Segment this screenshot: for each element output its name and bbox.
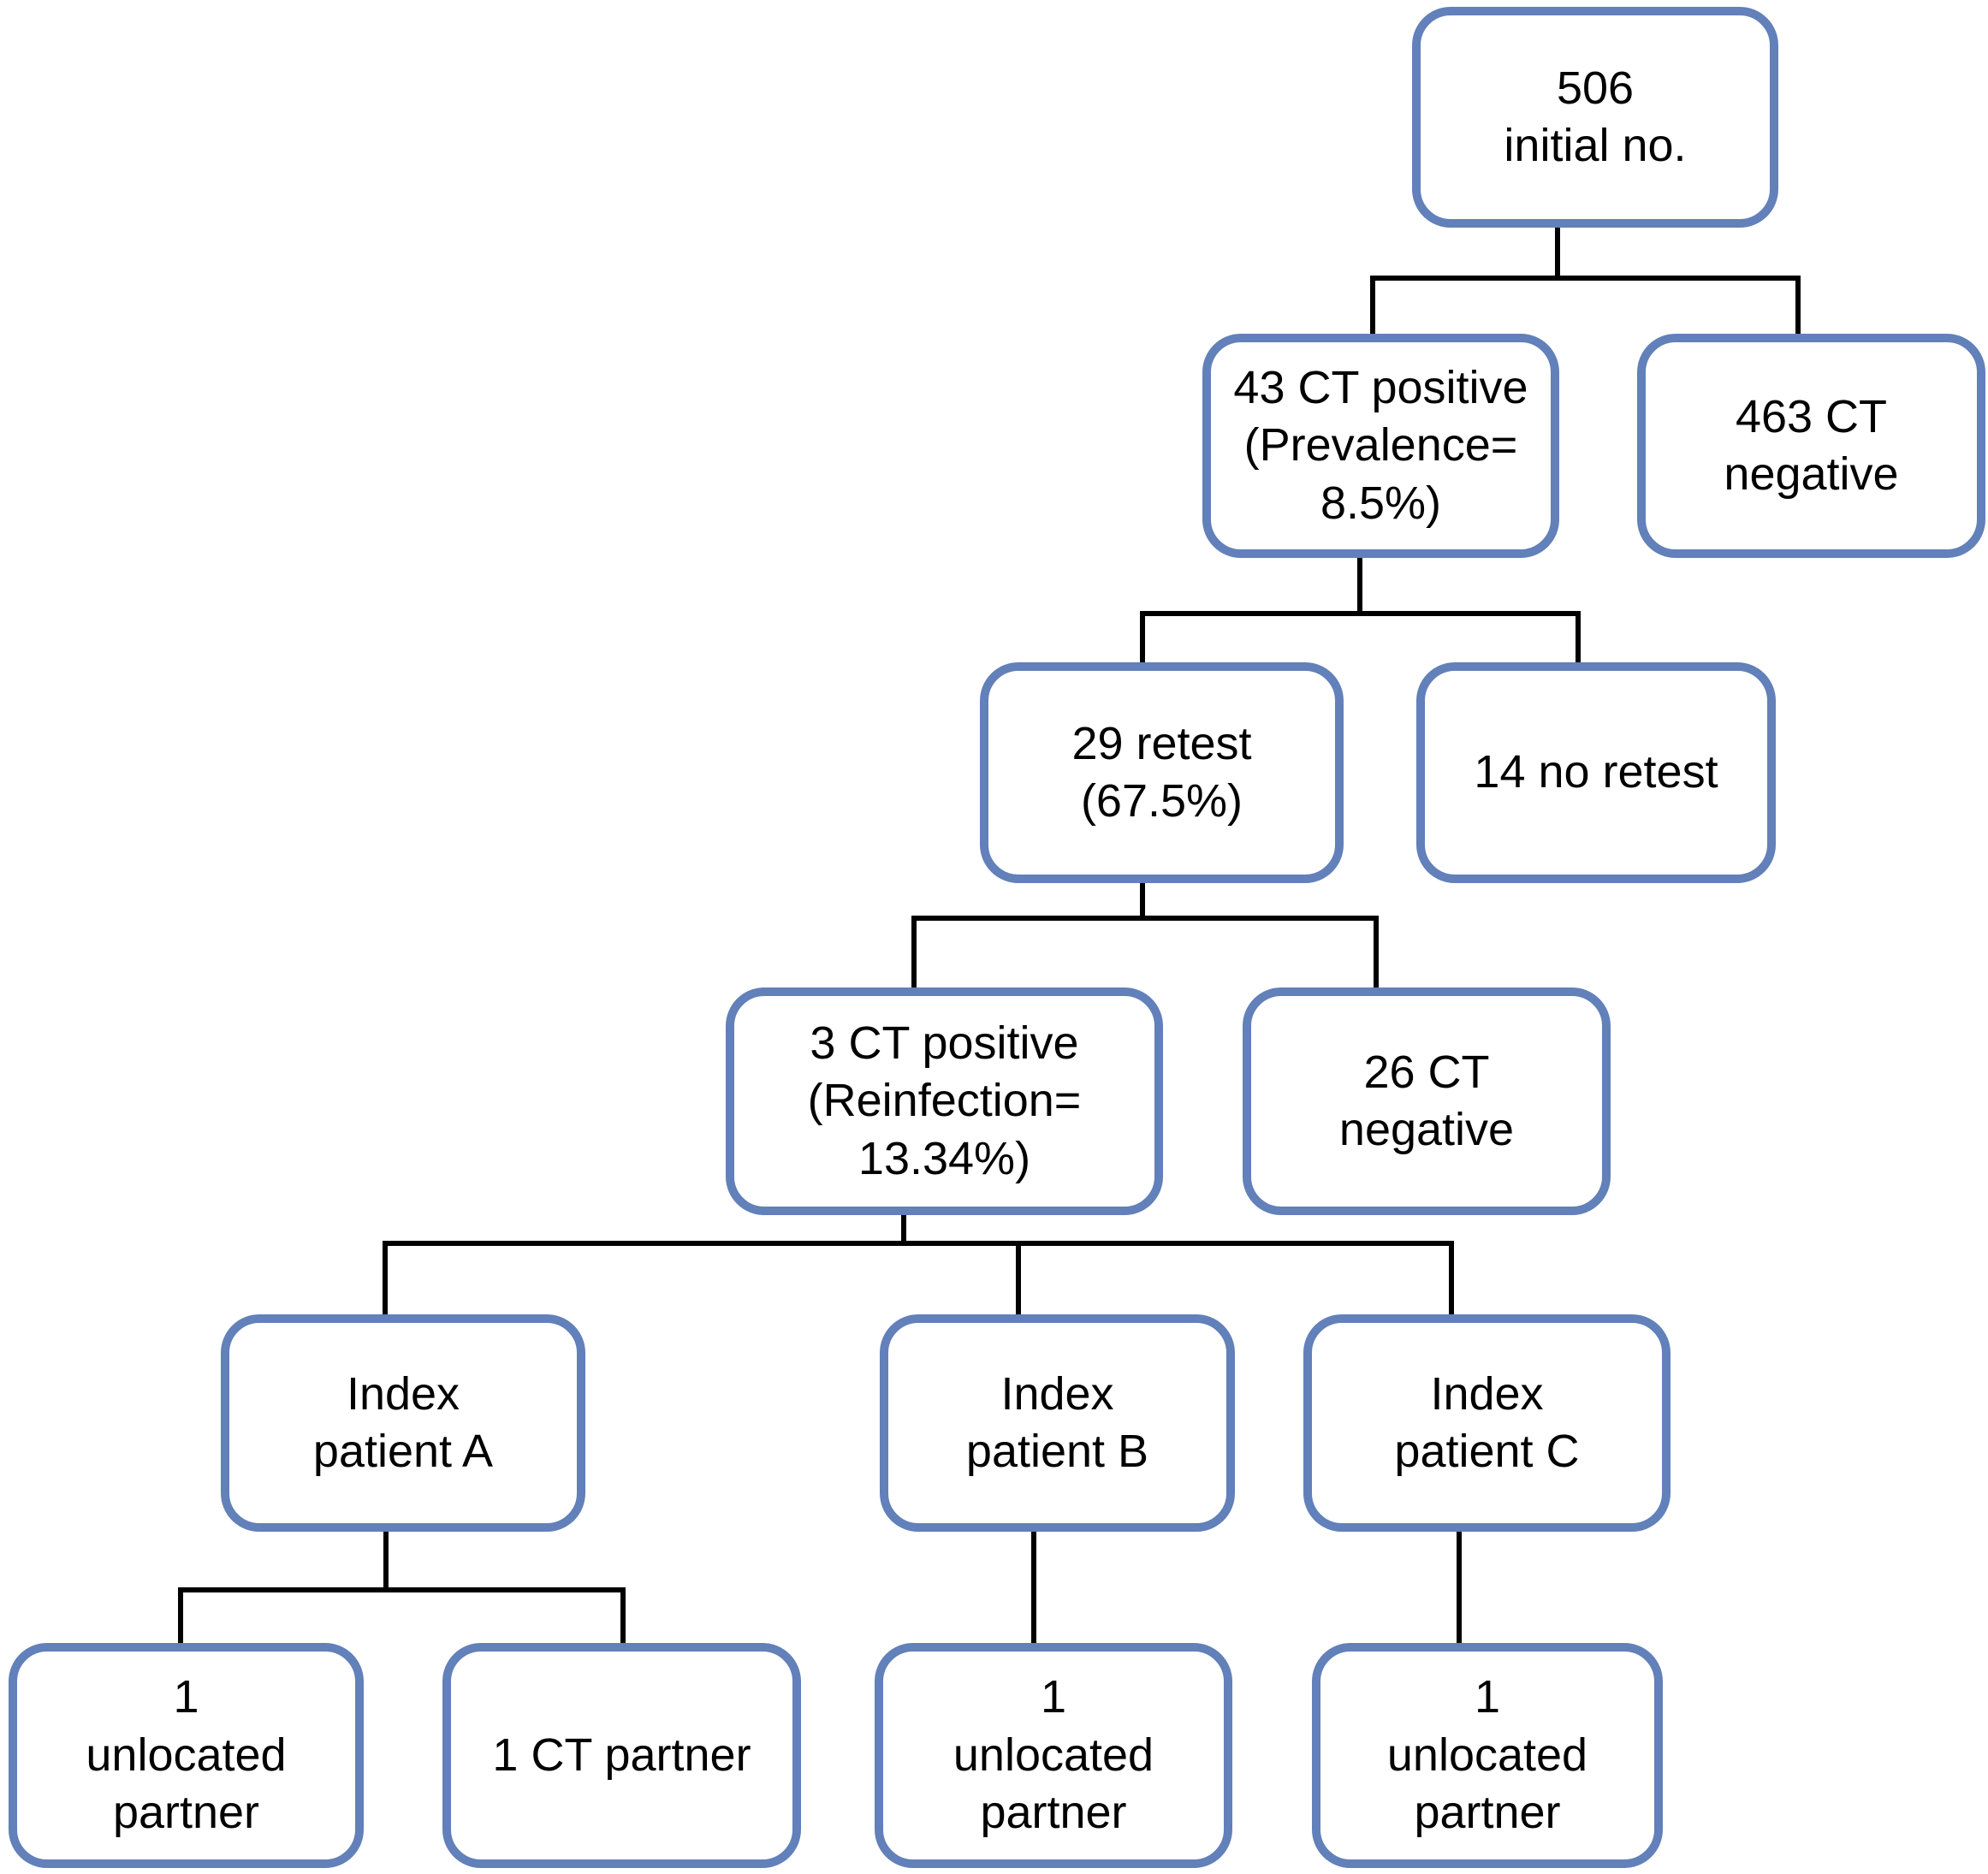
node-ct-positive: 43 CT positive (Prevalence= 8.5%) xyxy=(1202,334,1559,558)
node-no-retest-label: 14 no retest xyxy=(1474,746,1718,798)
node-index-patient-a-label: Index patient A xyxy=(312,1367,494,1478)
node-b-unlocated-partner-label: 1 unlocated partner xyxy=(952,1671,1154,1839)
node-retest-label: 29 retest (67.5%) xyxy=(1071,717,1252,827)
node-retest-negative: 26 CT negative xyxy=(1243,987,1611,1215)
node-retest: 29 retest (67.5%) xyxy=(980,662,1344,883)
node-a-unlocated-partner-label: 1 unlocated partner xyxy=(86,1671,287,1839)
connector-index-a-to-partners xyxy=(178,1532,626,1643)
node-reinfection-label: 3 CT positive (Reinfection= 13.34%) xyxy=(807,1017,1082,1184)
node-index-patient-c-label: Index patient C xyxy=(1394,1367,1580,1478)
node-index-patient-b-label: Index patient B xyxy=(965,1367,1149,1478)
node-no-retest: 14 no retest xyxy=(1416,662,1776,883)
node-index-patient-b: Index patient B xyxy=(880,1314,1235,1532)
node-retest-negative-label: 26 CT negative xyxy=(1338,1046,1515,1156)
node-initial-count: 506 initial no. xyxy=(1412,7,1778,228)
node-a-unlocated-partner: 1 unlocated partner xyxy=(9,1643,364,1868)
node-ct-negative: 463 CT negative xyxy=(1637,334,1985,558)
node-c-unlocated-partner-label: 1 unlocated partner xyxy=(1386,1671,1588,1839)
node-a-ct-partner-label: 1 CT partner xyxy=(492,1729,751,1781)
node-ct-negative-label: 463 CT negative xyxy=(1724,390,1899,501)
node-reinfection: 3 CT positive (Reinfection= 13.34%) xyxy=(726,987,1163,1215)
connector-retest-to-reinfection-split xyxy=(911,883,1379,987)
node-c-unlocated-partner: 1 unlocated partner xyxy=(1312,1643,1663,1868)
connector-ctpositive-to-retest-split xyxy=(1140,558,1581,662)
node-a-ct-partner: 1 CT partner xyxy=(442,1643,801,1868)
connector-initial-to-ct-results xyxy=(1370,228,1801,334)
node-ct-positive-label: 43 CT positive (Prevalence= 8.5%) xyxy=(1233,361,1528,529)
connector-reinfection-to-index-patients xyxy=(383,1215,1454,1314)
node-index-patient-c: Index patient C xyxy=(1303,1314,1671,1532)
node-initial-count-label: 506 initial no. xyxy=(1504,62,1687,172)
node-index-patient-a: Index patient A xyxy=(221,1314,585,1532)
node-b-unlocated-partner: 1 unlocated partner xyxy=(875,1643,1232,1868)
